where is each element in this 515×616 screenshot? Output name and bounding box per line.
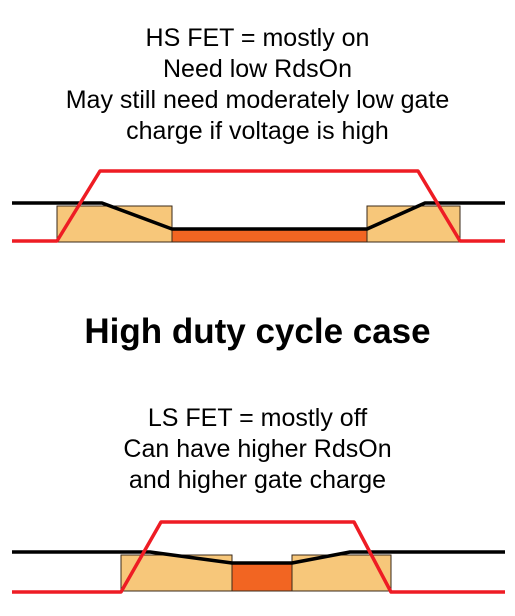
hs-fet-description: HS FET = mostly on Need low RdsOn May st… — [0, 23, 515, 147]
ls-gate-voltage-trace — [12, 520, 505, 594]
hs-fet-line-1: HS FET = mostly on — [145, 24, 370, 52]
ls-fet-description: LS FET = mostly off Can have higher RdsO… — [0, 403, 515, 496]
ls-fet-waveform-diagram — [12, 520, 505, 594]
ls-fet-line-2: Can have higher RdsOn — [123, 435, 392, 463]
hs-gate-voltage-trace — [12, 169, 505, 243]
ls-fet-line-3: and higher gate charge — [128, 466, 387, 494]
page-title: High duty cycle case — [84, 312, 431, 351]
hs-fet-waveform-diagram — [12, 169, 505, 243]
ls-conduction-loss — [231, 562, 293, 592]
ls-fet-line-1: LS FET = mostly off — [147, 404, 368, 432]
hs-conduction-loss — [171, 228, 368, 243]
hs-fet-line-2: Need low RdsOn — [163, 55, 352, 83]
ls-drain-voltage-trace — [12, 550, 505, 565]
hs-fet-line-4: charge if voltage is high — [126, 117, 389, 145]
hs-fet-line-3: May still need moderately low gate — [65, 86, 450, 114]
